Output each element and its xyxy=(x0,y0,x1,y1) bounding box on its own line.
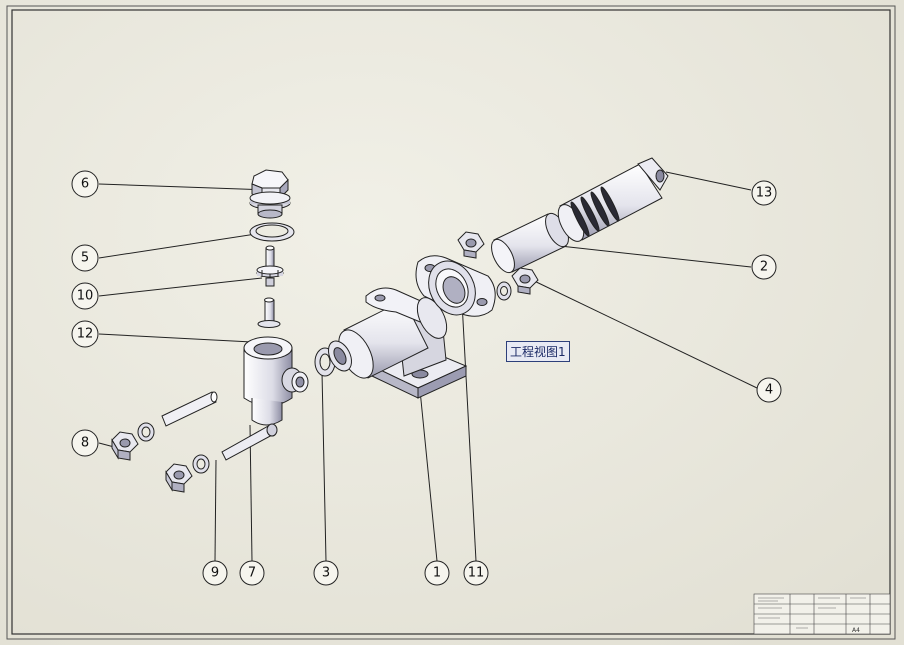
balloon-label-9: 9 xyxy=(211,566,219,581)
sheet-inner-border xyxy=(11,9,891,635)
balloon-1 xyxy=(424,560,450,586)
balloon-5 xyxy=(71,244,99,272)
balloon-13 xyxy=(751,180,777,206)
balloon-10 xyxy=(71,282,99,310)
part-11-flange xyxy=(415,255,496,317)
part-8-nut-upper xyxy=(111,422,155,461)
part-5-o-ring xyxy=(249,222,295,242)
balloon-3 xyxy=(313,560,339,586)
balloon-4 xyxy=(756,377,782,403)
balloon-9 xyxy=(202,560,228,586)
part-4-fasteners xyxy=(457,231,539,301)
part-2-sleeve xyxy=(491,212,569,274)
balloon-label-1: 1 xyxy=(433,566,441,581)
balloon-label-13: 13 xyxy=(756,186,773,201)
balloon-6 xyxy=(71,170,99,198)
balloon-label-8: 8 xyxy=(81,436,89,451)
balloon-labels: 6 5 10 12 8 9 7 3 1 11 4 2 13 xyxy=(77,177,773,581)
balloon-2 xyxy=(751,254,777,280)
balloon-label-6: 6 xyxy=(81,177,89,192)
part-1-pump-body xyxy=(328,287,468,399)
part-10-valve-stem xyxy=(256,245,284,287)
balloon-label-12: 12 xyxy=(77,327,94,342)
balloons xyxy=(71,170,782,586)
part-12-valve-body xyxy=(221,297,309,461)
part-6-hex-plug xyxy=(249,169,291,219)
view-label[interactable]: 工程视图1 xyxy=(506,341,570,362)
balloon-label-7: 7 xyxy=(248,566,256,581)
leader-lines xyxy=(98,171,758,562)
balloon-label-3: 3 xyxy=(322,566,330,581)
balloon-label-10: 10 xyxy=(77,289,94,304)
balloon-8 xyxy=(71,429,99,457)
balloon-label-2: 2 xyxy=(760,260,768,275)
balloon-7 xyxy=(239,560,265,586)
balloon-12 xyxy=(71,320,99,348)
balloon-label-4: 4 xyxy=(765,383,773,398)
balloon-label-11: 11 xyxy=(468,566,485,581)
part-13-piston-rod xyxy=(557,157,669,242)
part-8-nut-lower xyxy=(165,454,210,493)
title-block xyxy=(753,593,891,635)
balloon-11 xyxy=(463,560,489,586)
sheet-border xyxy=(6,5,896,640)
title-block-sheet-label: A4 xyxy=(852,627,860,634)
balloon-label-5: 5 xyxy=(81,251,89,266)
part-9-pin xyxy=(161,391,218,427)
